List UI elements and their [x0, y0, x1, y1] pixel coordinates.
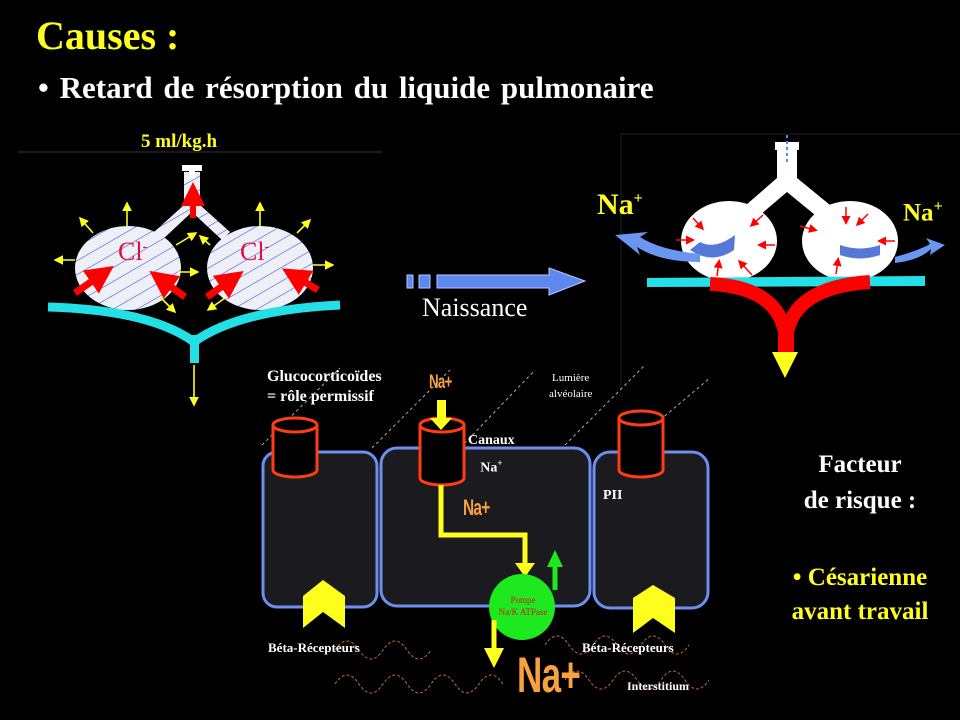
left-lung-illustration	[47, 165, 341, 407]
slide-title: Causes :	[36, 13, 180, 58]
chloride-label-right: Cl-	[240, 237, 270, 266]
secretion-rate-label: 5 ml/kg.h	[141, 131, 218, 152]
alveolar-cells	[261, 364, 711, 694]
cause-bullet: • Retard de résorption du liquide pulmon…	[38, 70, 654, 105]
glucocorticoids-note: Glucocorticoïdes= rôle permissif	[267, 368, 382, 405]
sodium-label-right: Na+	[903, 198, 943, 227]
beta-receptors-right-label: Béta-Récepteurs	[582, 640, 674, 655]
sodium-top-label: Na+	[429, 372, 452, 393]
birth-arrow	[406, 267, 587, 296]
sodium-bottom-label: Na+	[517, 647, 581, 703]
type2-pneumocyte-label: PII	[603, 488, 623, 503]
sodium-label-left: Na+	[597, 188, 643, 221]
right-lung-illustration	[615, 132, 945, 378]
chloride-label-left: Cl-	[118, 237, 148, 266]
beta-receptors-left-label: Béta-Récepteurs	[268, 640, 360, 655]
interstitium-label: Interstitium	[627, 679, 689, 693]
birth-label: Naissance	[422, 293, 528, 322]
sodium-mid-label: Na+	[463, 495, 490, 520]
na-k-atpase-pump	[489, 574, 555, 640]
